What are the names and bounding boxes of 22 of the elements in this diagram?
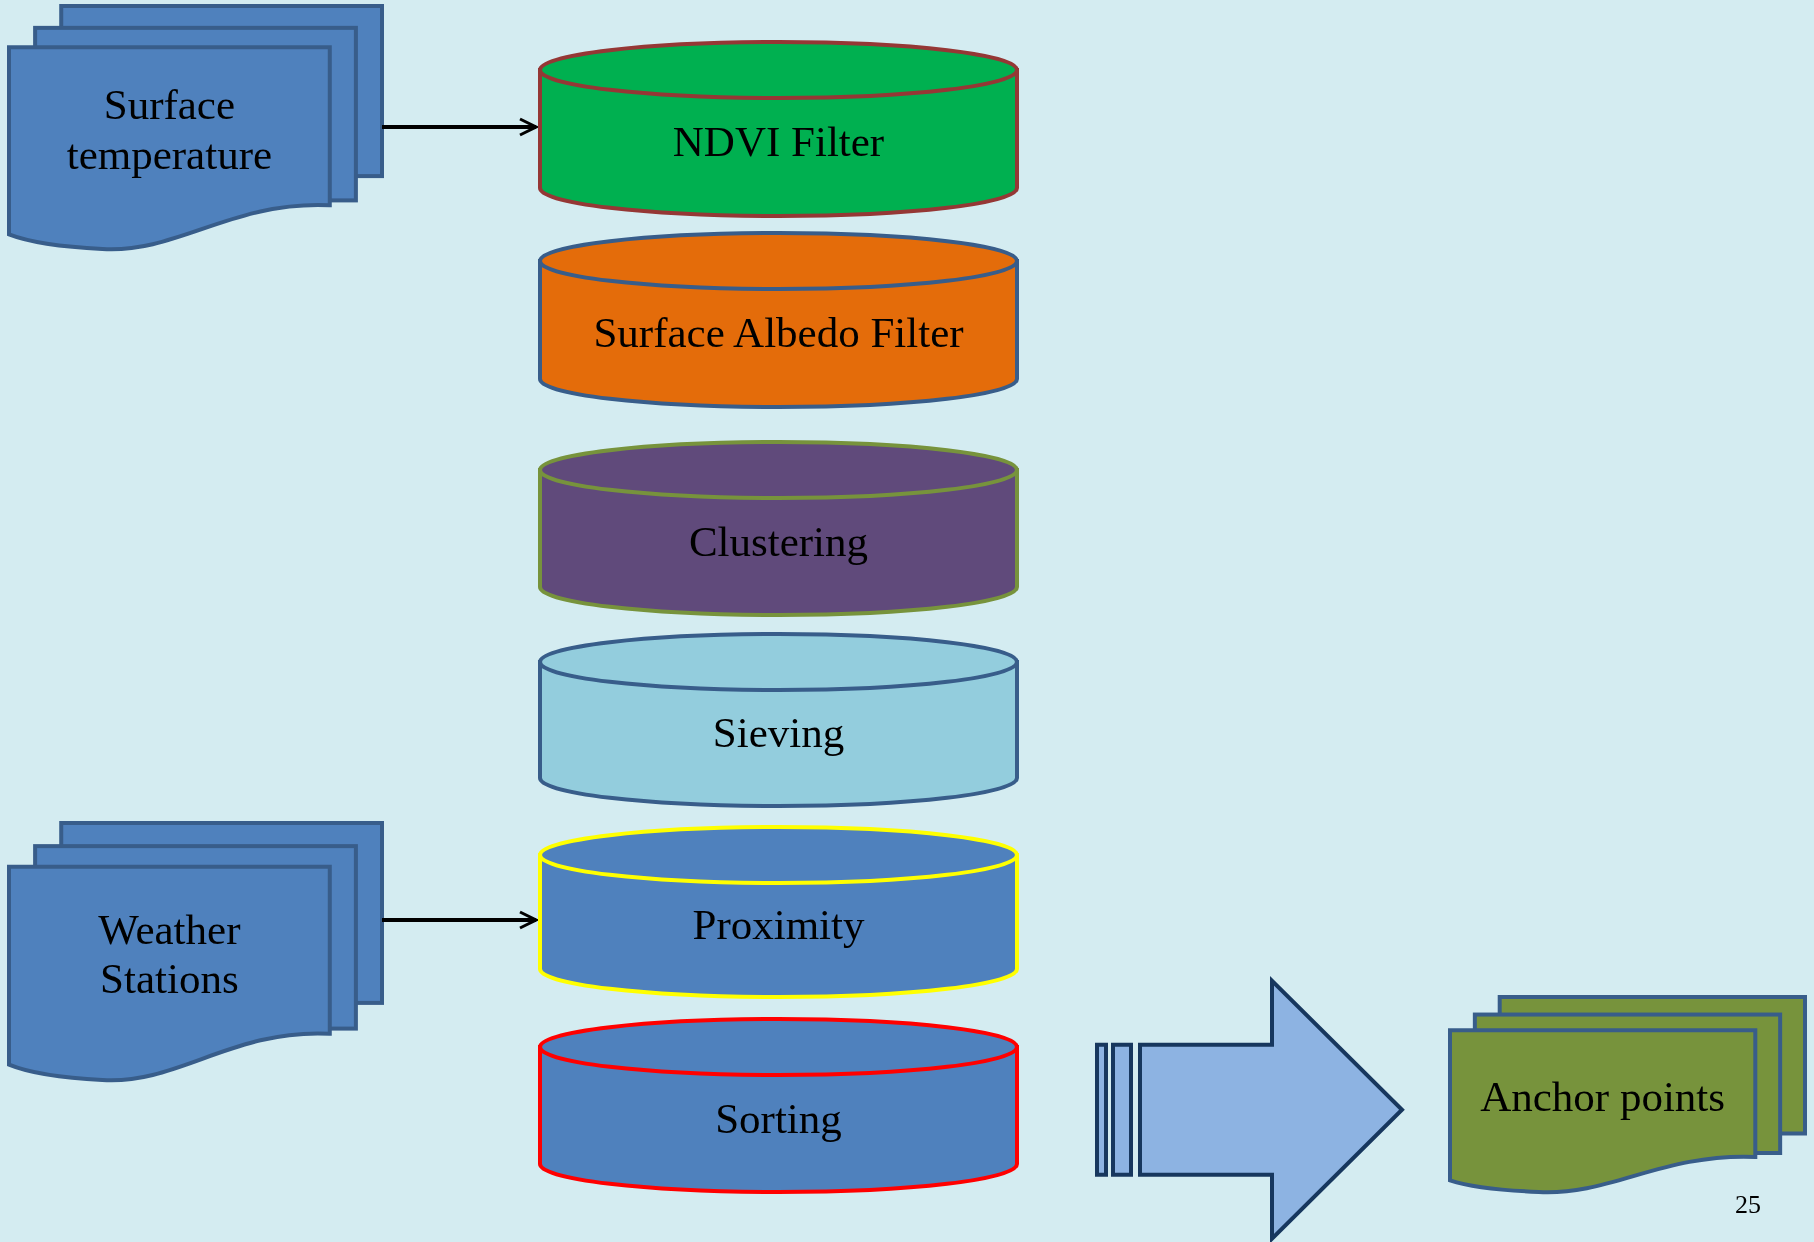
cylinder [538,1017,1019,1192]
cylinder [538,632,1019,806]
document-stack [9,823,382,1080]
node-label: Surface temperature [65,80,274,180]
cylinder [538,825,1019,997]
node-label: Weather Stations [97,904,242,1004]
node-label: Anchor points [1480,1071,1726,1122]
node-label: Sorting [715,1093,842,1144]
document-stack [1450,997,1805,1192]
cylinder [538,40,1019,216]
node-label: Proximity [692,900,865,950]
cylinder [538,231,1019,407]
page-number: 25 [1735,1190,1761,1220]
document-stack [9,6,382,249]
cylinder [538,440,1019,615]
node-label: Surface Albedo Filter [593,308,964,358]
block-arrow [1095,975,1405,1242]
arrow [382,117,538,137]
node-label: Sieving [712,708,845,758]
node-label: Clustering [688,516,869,567]
arrow [382,910,538,930]
node-label: NDVI Filter [672,117,885,167]
